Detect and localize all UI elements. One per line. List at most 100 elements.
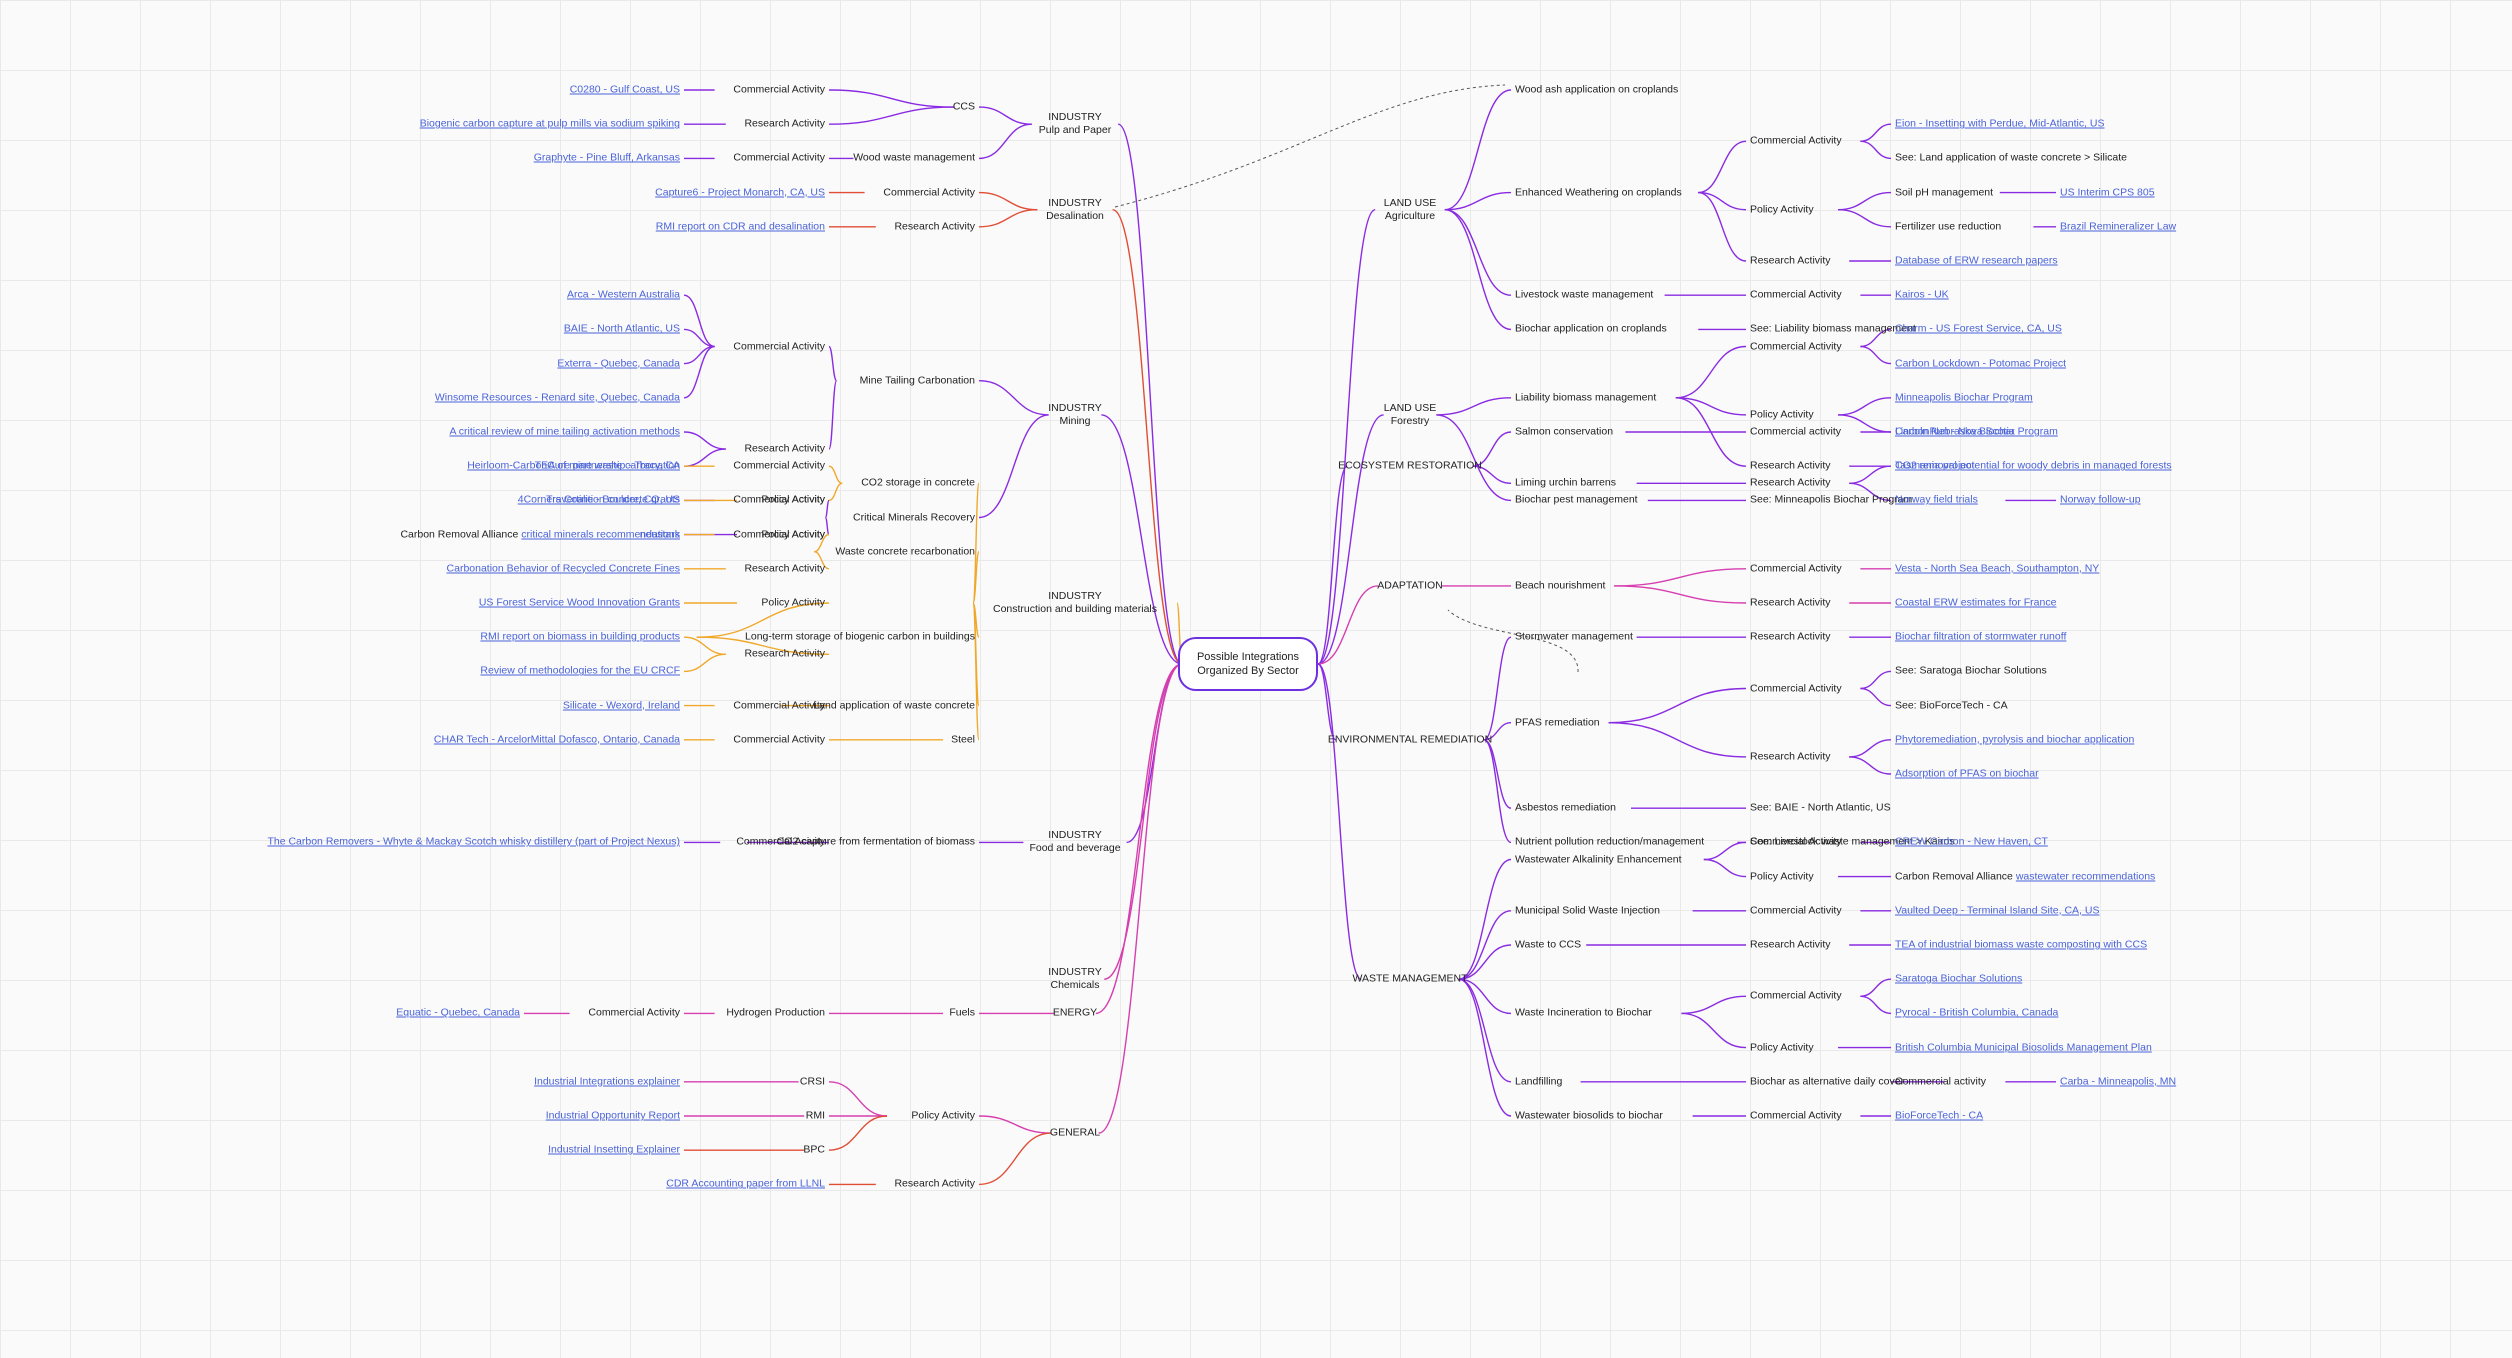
- node-a-critical-review-of-mine-tailing-activa[interactable]: A critical review of mine tailing activa…: [449, 426, 680, 439]
- link-text[interactable]: Adsorption of PFAS on biochar: [1895, 767, 2039, 780]
- node-industrial-opportunity-report[interactable]: Industrial Opportunity Report: [546, 1110, 680, 1123]
- link-text[interactable]: Carba - Minneapolis, MN: [2060, 1075, 2177, 1088]
- node-travertine-boulder-co-us[interactable]: Travertine - Boulder, CO, US: [546, 494, 680, 507]
- link-text[interactable]: Norway field trials: [1895, 493, 1978, 506]
- node-carbon-lockdown-potomac-project[interactable]: Carbon Lockdown - Potomac Project: [1895, 357, 2066, 370]
- node-capture6-project-monarch-ca-us[interactable]: Capture6 - Project Monarch, CA, US: [655, 186, 825, 199]
- link-text[interactable]: neustark: [639, 528, 680, 541]
- root-node[interactable]: Possible Integrations Organized By Secto…: [1178, 637, 1318, 691]
- link-text[interactable]: Minneapolis Biochar Program: [1895, 391, 2033, 404]
- node-4corners-coalition-concrete-grants[interactable]: 4Corners Coalition concrete grants: [518, 494, 680, 507]
- link-text[interactable]: BioForceTech - CA: [1895, 1109, 1984, 1122]
- link-text[interactable]: Travertine - Boulder, CO, US: [546, 493, 680, 506]
- node-tea-of-industrial-biomass-waste-composti[interactable]: TEA of industrial biomass waste composti…: [1895, 939, 2147, 952]
- node-kairos-uk[interactable]: Kairos - UK: [1895, 289, 1949, 302]
- link-text[interactable]: Industrial Opportunity Report: [545, 1109, 680, 1122]
- node-baie-north-atlantic-us[interactable]: BAIE - North Atlantic, US: [564, 323, 680, 336]
- node-graphyte-pine-bluff-arkansas[interactable]: Graphyte - Pine Bluff, Arkansas: [534, 152, 680, 165]
- node-rmi-report-on-biomass-in-building-produc[interactable]: RMI report on biomass in building produc…: [480, 631, 680, 644]
- node-cdr-accounting-paper-from-llnl[interactable]: CDR Accounting paper from LLNL: [666, 1178, 825, 1191]
- link-text[interactable]: Exterra - Quebec, Canada: [557, 357, 680, 370]
- link-text[interactable]: Equatic - Quebec, Canada: [396, 1006, 520, 1019]
- node-saratoga-biochar-solutions[interactable]: Saratoga Biochar Solutions: [1895, 973, 2022, 986]
- link-text[interactable]: Vaulted Deep - Terminal Island Site, CA,…: [1895, 904, 2100, 917]
- link-text[interactable]: Lincoln Nebraska Biochar Program: [1895, 425, 2058, 438]
- link-text[interactable]: Brazil Remineralizer Law: [2060, 220, 2177, 233]
- node-equatic-quebec-canada[interactable]: Equatic - Quebec, Canada: [396, 1007, 520, 1020]
- node-adsorption-of-pfas-on-biochar[interactable]: Adsorption of PFAS on biochar: [1895, 768, 2039, 781]
- node-carbonation-behavior-of-recycled-concret[interactable]: Carbonation Behavior of Recycled Concret…: [447, 562, 680, 575]
- link-text[interactable]: Norway follow-up: [2060, 493, 2141, 506]
- node-eion-insetting-with-perdue-mid-atlantic-[interactable]: Eion - Insetting with Perdue, Mid-Atlant…: [1895, 118, 2105, 131]
- link-text[interactable]: CarbonRun - Nova Scotia: [1895, 425, 2015, 438]
- node-tasmania-project[interactable]: Tasmania project: [1895, 460, 1974, 473]
- node-tea-of-mine-waste-carbonation[interactable]: TEA of mine waste carbonation: [535, 460, 680, 473]
- node-wastewater-recommendations[interactable]: Carbon Removal Alliance wastewater recom…: [1895, 870, 2155, 883]
- node-heirloom-carboncure-partnership-tracy-ca[interactable]: Heirloom-CarbonCure partnership - Tracy,…: [467, 460, 680, 473]
- node-brazil-remineralizer-law[interactable]: Brazil Remineralizer Law: [2060, 220, 2176, 233]
- node-biochar-filtration-of-stormwater-runoff[interactable]: Biochar filtration of stormwater runoff: [1895, 631, 2066, 644]
- link-text[interactable]: Biogenic carbon capture at pulp mills vi…: [419, 117, 680, 130]
- link-text[interactable]: CO2 removal potential for woody debris i…: [1895, 459, 2172, 472]
- node-coastal-erw-estimates-for-france[interactable]: Coastal ERW estimates for France: [1895, 597, 2056, 610]
- node-vesta-north-sea-beach-southampton-ny[interactable]: Vesta - North Sea Beach, Southampton, NY: [1895, 562, 2099, 575]
- link-text[interactable]: The Carbon Removers - Whyte & Mackay Sco…: [267, 835, 680, 848]
- link-text[interactable]: TEA of mine waste carbonation: [534, 459, 680, 472]
- node-winsome-resources-renard-site-quebec-can[interactable]: Winsome Resources - Renard site, Quebec,…: [435, 391, 680, 404]
- node-rmi-report-on-cdr-and-desalination[interactable]: RMI report on CDR and desalination: [656, 220, 825, 233]
- link-text[interactable]: British Columbia Municipal Biosolids Man…: [1895, 1041, 2152, 1054]
- node-phytoremediation-pyrolysis-and-biochar-a[interactable]: Phytoremediation, pyrolysis and biochar …: [1895, 733, 2134, 746]
- link-text[interactable]: 4Corners Coalition concrete grants: [517, 493, 680, 506]
- node-charm-us-forest-service-ca-us[interactable]: Charm - US Forest Service, CA, US: [1895, 323, 2062, 336]
- node-char-tech-arcelormittal-dofasco-ontario-[interactable]: CHAR Tech - ArcelorMittal Dofasco, Ontar…: [434, 733, 680, 746]
- link-text[interactable]: Database of ERW research papers: [1895, 254, 2058, 267]
- node-carbonrun-nova-scotia[interactable]: CarbonRun - Nova Scotia: [1895, 426, 2015, 439]
- link-text[interactable]: Review of methodologies for the EU CRCF: [480, 664, 680, 677]
- node-industrial-insetting-explainer[interactable]: Industrial Insetting Explainer: [548, 1144, 680, 1157]
- node-norway-follow-up[interactable]: Norway follow-up: [2060, 494, 2141, 507]
- link-text[interactable]: A critical review of mine tailing activa…: [449, 425, 680, 438]
- link-text[interactable]: BAIE - North Atlantic, US: [563, 322, 680, 335]
- node-co2-removal-potential-for-woody-debris-i[interactable]: CO2 removal potential for woody debris i…: [1895, 460, 2172, 473]
- node-british-columbia-municipal-biosolids-man[interactable]: British Columbia Municipal Biosolids Man…: [1895, 1041, 2152, 1054]
- link-text[interactable]: US Interim CPS 805: [2060, 186, 2155, 199]
- link-text[interactable]: Industrial Insetting Explainer: [548, 1143, 680, 1156]
- link-text[interactable]: Winsome Resources - Renard site, Quebec,…: [434, 391, 680, 404]
- link-text[interactable]: Biochar filtration of stormwater runoff: [1895, 630, 2067, 643]
- link-text[interactable]: Arca - Western Australia: [566, 288, 680, 301]
- link-text[interactable]: CREW Carbon - New Haven, CT: [1895, 835, 2048, 848]
- link-text[interactable]: RMI report on CDR and desalination: [655, 220, 825, 233]
- link-text[interactable]: Heirloom-CarbonCure partnership - Tracy,…: [467, 459, 680, 472]
- node-silicate-wexord-ireland[interactable]: Silicate - Wexord, Ireland: [563, 699, 680, 712]
- link-text[interactable]: Industrial Integrations explainer: [534, 1075, 680, 1088]
- link-text[interactable]: RMI report on biomass in building produc…: [480, 630, 680, 643]
- node-arca-western-australia[interactable]: Arca - Western Australia: [567, 289, 680, 302]
- link-text[interactable]: Coastal ERW estimates for France: [1895, 596, 2057, 609]
- link-text[interactable]: US Forest Service Wood Innovation Grants: [478, 596, 680, 609]
- node-carba-minneapolis-mn[interactable]: Carba - Minneapolis, MN: [2060, 1075, 2176, 1088]
- node-us-interim-cps-805[interactable]: US Interim CPS 805: [2060, 186, 2155, 199]
- node-minneapolis-biochar-program[interactable]: Minneapolis Biochar Program: [1895, 391, 2033, 404]
- node-lincoln-nebraska-biochar-program[interactable]: Lincoln Nebraska Biochar Program: [1895, 426, 2058, 439]
- node-pyrocal-british-columbia-canada[interactable]: Pyrocal - British Columbia, Canada: [1895, 1007, 2058, 1020]
- link-text[interactable]: Pyrocal - British Columbia, Canada: [1895, 1006, 2059, 1019]
- link-text[interactable]: Capture6 - Project Monarch, CA, US: [655, 186, 825, 199]
- link-text[interactable]: wastewater recommendations: [2015, 870, 2156, 883]
- link-text[interactable]: Saratoga Biochar Solutions: [1895, 972, 2023, 985]
- link-text[interactable]: C0280 - Gulf Coast, US: [569, 83, 680, 96]
- link-text[interactable]: TEA of industrial biomass waste composti…: [1895, 938, 2148, 951]
- link-text[interactable]: Phytoremediation, pyrolysis and biochar …: [1895, 733, 2135, 746]
- link-text[interactable]: Silicate - Wexord, Ireland: [562, 699, 680, 712]
- node-crew-carbon-new-haven-ct[interactable]: CREW Carbon - New Haven, CT: [1895, 836, 2048, 849]
- link-text[interactable]: critical minerals recommendations: [521, 528, 680, 541]
- link-text[interactable]: Carbon Lockdown - Potomac Project: [1895, 357, 2066, 370]
- node-vaulted-deep-terminal-island-site-ca-us[interactable]: Vaulted Deep - Terminal Island Site, CA,…: [1895, 904, 2099, 917]
- link-text[interactable]: Vesta - North Sea Beach, Southampton, NY: [1895, 562, 2100, 575]
- node-c0280-gulf-coast-us[interactable]: C0280 - Gulf Coast, US: [570, 84, 680, 97]
- link-text[interactable]: Charm - US Forest Service, CA, US: [1895, 322, 2062, 335]
- link-text[interactable]: Eion - Insetting with Perdue, Mid-Atlant…: [1895, 117, 2105, 130]
- node-critical-minerals-recommendations[interactable]: Carbon Removal Alliance critical mineral…: [400, 528, 680, 541]
- link-text[interactable]: Kairos - UK: [1895, 288, 1949, 301]
- node-exterra-quebec-canada[interactable]: Exterra - Quebec, Canada: [557, 357, 680, 370]
- node-the-carbon-removers-whyte-mackay-scotch-[interactable]: The Carbon Removers - Whyte & Mackay Sco…: [267, 836, 680, 849]
